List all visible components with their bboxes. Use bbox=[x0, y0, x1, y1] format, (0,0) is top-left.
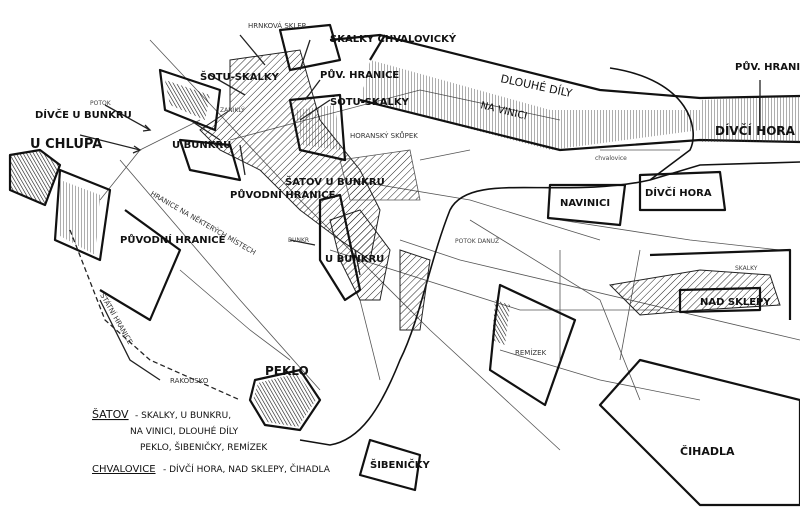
cihadla-area bbox=[598, 358, 800, 507]
label-satov-u-bunkru: ŠATOV U BUNKRU bbox=[285, 175, 385, 188]
divci-hora-area bbox=[700, 96, 800, 142]
label-sotu-skalky: ŠOTU-SKALKY bbox=[200, 70, 280, 83]
legend-chval-line1: - DÍVČÍ HORA, NAD SKLEPY, ČIHADLA bbox=[163, 463, 331, 475]
label-sibenicky: ŠIBENIČKY bbox=[370, 458, 431, 471]
label-road-chvalovice: chvalovice bbox=[595, 155, 627, 162]
label-navinici: NAVINICI bbox=[560, 198, 610, 209]
legend-satov-head: ŠATOV bbox=[92, 408, 129, 421]
dlouhe-dily-area bbox=[360, 60, 700, 150]
state-border bbox=[69, 229, 241, 401]
legend-satov-line1: - SKALKY, U BUNKRU, bbox=[135, 411, 231, 421]
label-peklo: PEKLO bbox=[265, 364, 309, 378]
label-hrankou-sklep: HRNKOVÁ SKLEP bbox=[248, 21, 306, 30]
legend-chval-head: CHVALOVICE bbox=[92, 464, 156, 475]
label-u-bunkru-2: U BUNKRU bbox=[325, 254, 384, 265]
legend-satov-line3: PEKLO, ŠIBENIČKY, REMÍZEK bbox=[140, 441, 268, 453]
label-puv-hranice-1: PŮV. HRANICE bbox=[320, 68, 399, 81]
label-dlouhe-dily: DLOUHÉ DÍLY bbox=[499, 72, 573, 100]
label-bunkr: BUNKR bbox=[288, 237, 309, 244]
label-cihadla: ČIHADLA bbox=[680, 445, 735, 458]
label-zanikly: ZANIKLÝ bbox=[220, 107, 245, 114]
label-puv-hranice-2: PŮV. HRANICE bbox=[735, 60, 800, 73]
label-rakousko: RAKOUSKO bbox=[170, 377, 209, 385]
label-skalky-chvalovicky: SKALKY CHVALOVICKÝ bbox=[330, 32, 457, 45]
label-puvodni-hranice-2: PŮVODNÍ HRANICE bbox=[120, 233, 226, 246]
label-sotu-skalky-2: ŠOTU-SKALKY bbox=[330, 95, 410, 108]
label-horansky-skupek: HORANSKÝ SKŮPEK bbox=[350, 131, 418, 140]
u-chlupa-area bbox=[10, 150, 60, 205]
peklo-area bbox=[248, 368, 322, 432]
navinici-area bbox=[546, 183, 627, 227]
nad-sklepy-area bbox=[678, 286, 762, 314]
label-puvodni-hranice-1: PŮVODNÍ HRANICE bbox=[230, 188, 336, 201]
label-divci-hora-2: DÍVČÍ HORA bbox=[645, 186, 712, 199]
main-road bbox=[299, 161, 800, 446]
label-potok: POTOK bbox=[90, 100, 112, 107]
legend-satov-line2: NA VINICI, DLOUHÉ DÍLY bbox=[130, 425, 239, 437]
legend: ŠATOV - SKALKY, U BUNKRU, NA VINICI, DLO… bbox=[92, 408, 331, 475]
label-skalky-nad: SKALKY bbox=[735, 265, 758, 272]
label-nad-sklepy: NAD SKLEPY bbox=[700, 297, 771, 308]
arrows bbox=[79, 34, 761, 276]
label-divce-u-bunkru: DÍVČE U BUNKRU bbox=[35, 108, 132, 121]
label-u-chlupa: U CHLUPA bbox=[30, 137, 102, 152]
label-divci-hora-1: DÍVČÍ HORA bbox=[715, 123, 796, 138]
label-potok-danuz: POTOK DANUŽ bbox=[455, 237, 499, 245]
label-u-bunkru-1: U BUNKRU bbox=[172, 140, 231, 151]
label-remizek: REMÍZEK bbox=[515, 348, 547, 357]
